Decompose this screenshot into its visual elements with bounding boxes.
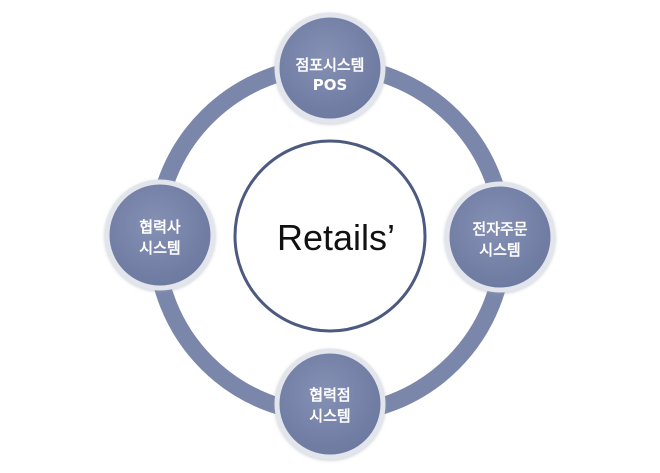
node-partner-company-system [104,179,216,291]
node-electronic-order-system [444,181,556,293]
center-circle [233,139,427,333]
node-pos-system-line1: 점포시스템 [295,56,364,74]
node-electronic-order-system-line2: 시스템 [479,241,520,259]
center-label: Retails’ [277,217,395,258]
node-partner-store-system-circle [274,348,386,460]
node-pos-system-circle [274,12,386,124]
node-partner-company-system-circle [104,179,216,291]
node-electronic-order-system-circle [444,181,556,293]
node-partner-company-system-line2: 시스템 [139,239,180,257]
node-partner-store-system-line1: 협력점 [309,386,350,404]
node-partner-store-system-line2: 시스템 [309,407,350,425]
node-electronic-order-system-line1: 전자주문 [472,220,527,238]
node-partner-store-system [274,348,386,460]
node-pos-system-line2: POS [313,76,348,94]
node-partner-company-system-line1: 협력사 [139,218,181,236]
node-pos-system [274,12,386,124]
